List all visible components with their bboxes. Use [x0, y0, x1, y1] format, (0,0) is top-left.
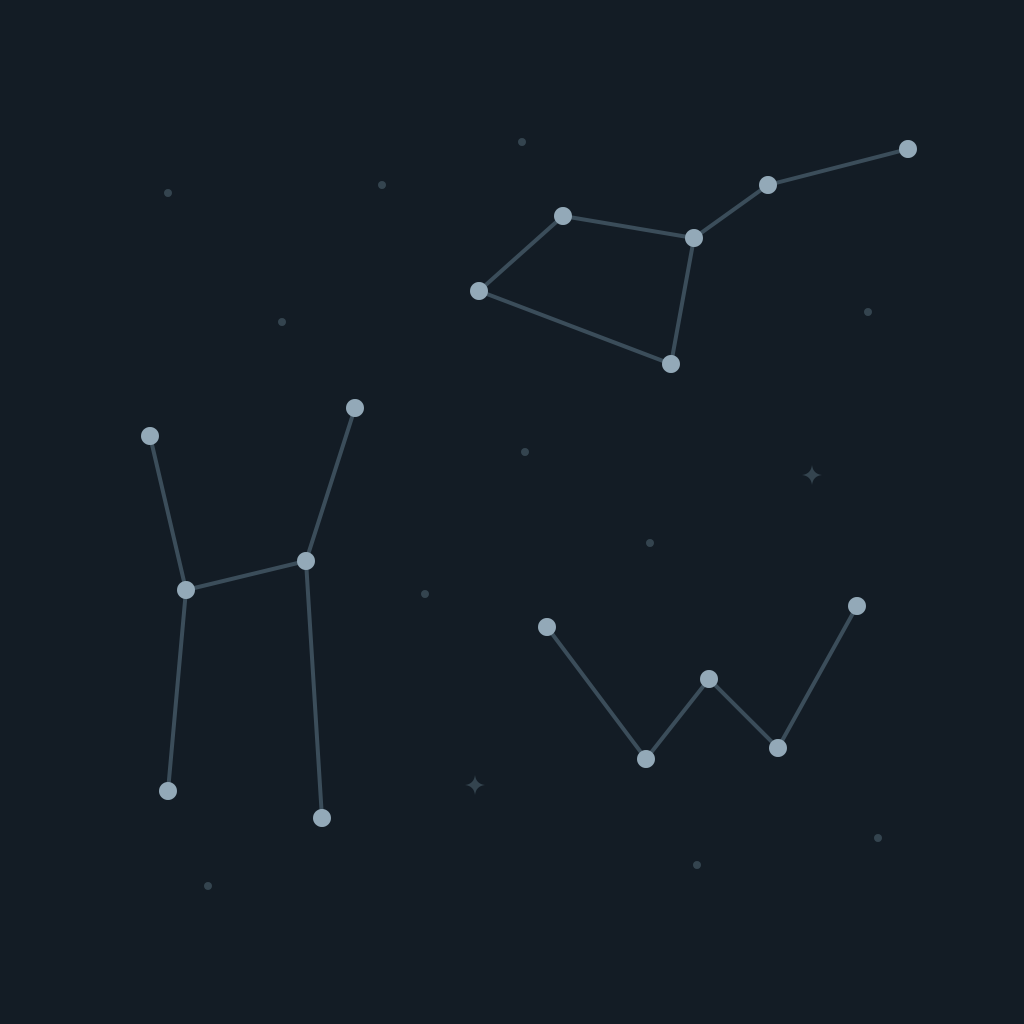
- star: [297, 552, 315, 570]
- constellation-line: [166, 588, 188, 793]
- constellation-stars: [141, 140, 917, 827]
- star: [177, 581, 195, 599]
- star: [141, 427, 159, 445]
- constellation-line: [644, 677, 711, 761]
- background-star: [864, 308, 872, 316]
- background-star: [646, 539, 654, 547]
- star: [346, 399, 364, 417]
- constellation-stars-big-dipper: [470, 140, 917, 373]
- star: [848, 597, 866, 615]
- star: [759, 176, 777, 194]
- background-star: [204, 882, 212, 890]
- star: [554, 207, 572, 225]
- constellation-stars-cassiopeia: [538, 597, 866, 768]
- constellation-orion: [148, 406, 357, 820]
- constellation-line: [766, 147, 910, 187]
- background-star: [693, 861, 701, 869]
- constellation-big-dipper: [477, 147, 910, 366]
- constellation-line: [669, 236, 696, 366]
- constellation-stars-orion: [141, 399, 364, 827]
- star: [538, 618, 556, 636]
- constellation-line: [477, 214, 565, 293]
- constellation-line: [477, 289, 673, 366]
- star: [700, 670, 718, 688]
- constellation-line: [184, 559, 308, 592]
- star: [313, 809, 331, 827]
- background-star: [378, 181, 386, 189]
- constellation-line: [776, 604, 859, 750]
- background-star: [164, 189, 172, 197]
- star: [637, 750, 655, 768]
- constellation-lines: [148, 147, 910, 820]
- star: [470, 282, 488, 300]
- background-stars: [164, 138, 882, 890]
- constellation-line: [148, 434, 188, 592]
- star: [769, 739, 787, 757]
- constellation-line: [545, 625, 648, 761]
- background-star: [518, 138, 526, 146]
- constellation-line: [561, 214, 696, 240]
- sparkle-star-icon: [465, 775, 485, 795]
- background-star: [421, 590, 429, 598]
- sparkle-star-icon: [802, 465, 822, 485]
- constellation-line: [304, 559, 324, 820]
- star: [899, 140, 917, 158]
- star: [662, 355, 680, 373]
- constellation-line: [304, 406, 357, 563]
- background-star: [874, 834, 882, 842]
- constellation-line: [707, 677, 780, 750]
- constellation-cassiopeia: [545, 604, 859, 761]
- star: [159, 782, 177, 800]
- constellation-line: [692, 183, 770, 240]
- background-star: [278, 318, 286, 326]
- star: [685, 229, 703, 247]
- background-star: [521, 448, 529, 456]
